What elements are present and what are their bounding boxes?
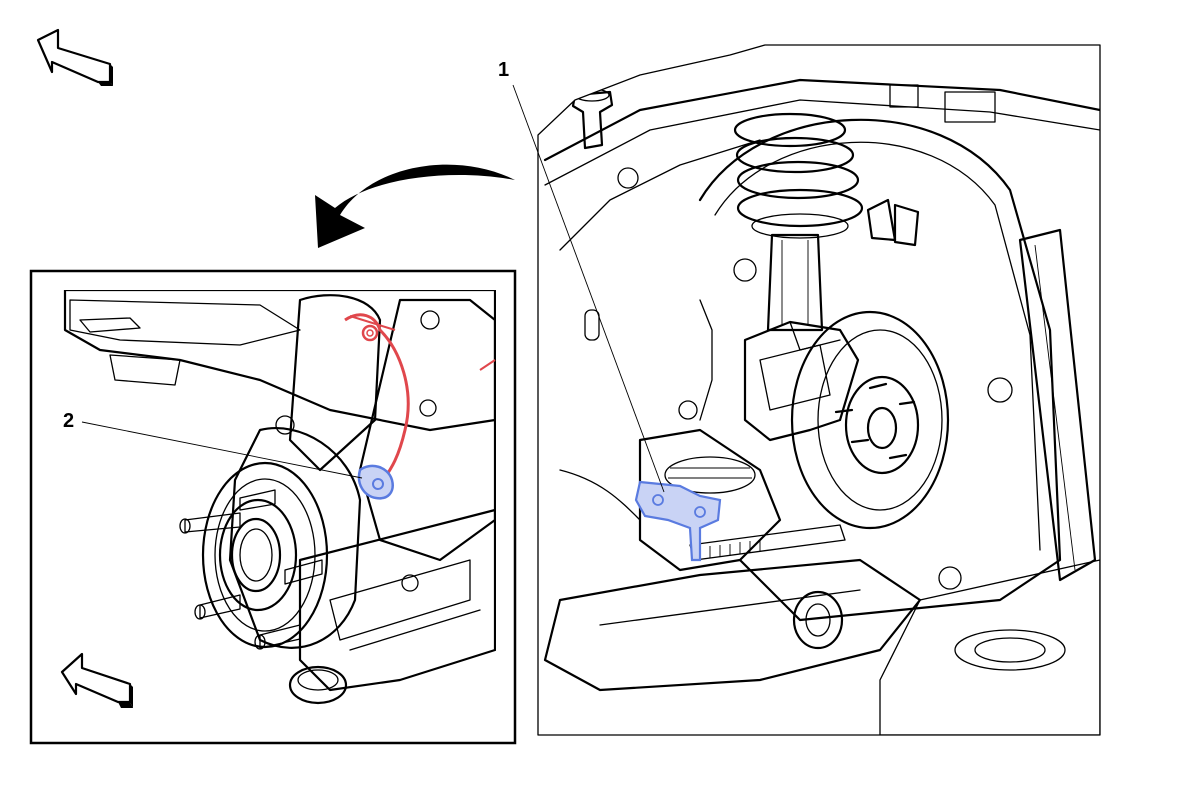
inset-knuckle-illustration — [63, 290, 496, 705]
callout-label-1: 1 — [498, 59, 510, 81]
wheel-studs — [179, 489, 323, 650]
main-vehicle-illustration — [512, 44, 1101, 736]
transition-curved-arrow-icon — [315, 164, 515, 248]
wheel-speed-sensor-harness-highlight — [344, 313, 496, 483]
view-direction-arrow-top-icon — [36, 28, 113, 86]
main-wheel-speed-sensor-highlight — [634, 480, 722, 562]
detail-inset-frame — [29, 269, 517, 745]
view-direction-arrow-inset-icon — [60, 652, 133, 708]
coil-spring — [733, 112, 864, 239]
wheel-speed-sensor-highlight — [357, 464, 394, 500]
callout-label-2: 2 — [63, 410, 75, 432]
brake-rotor — [790, 310, 950, 530]
